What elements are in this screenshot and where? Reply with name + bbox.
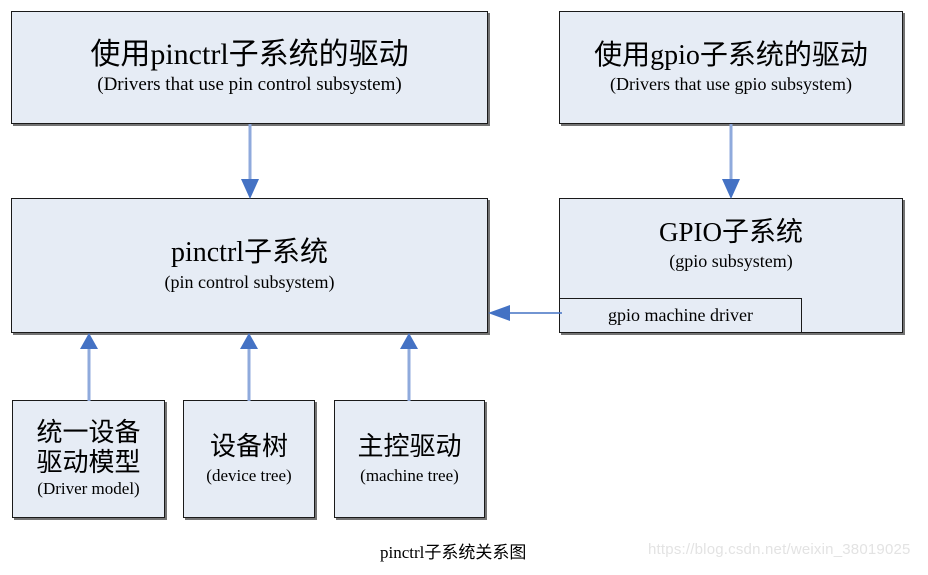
box-pinctrl-drivers: 使用pinctrl子系统的驱动 (Drivers that use pin co… [11,11,488,124]
box-gpio-subsystem-en-label: (gpio subsystem) [669,251,793,272]
box-driver-model-cn-label-line2: 驱动模型 [36,448,141,478]
arrow-gpio-drivers-to-gpio-subsystem [719,124,743,200]
diagram-caption: pinctrl子系统关系图 [380,543,527,562]
box-pinctrl-drivers-en-label: (Drivers that use pin control subsystem) [97,74,402,96]
box-gpio-machine-driver: gpio machine driver [559,298,802,333]
box-machine-tree: 主控驱动 (machine tree) [334,400,485,518]
arrow-driver-model-to-pinctrl-subsystem [77,333,101,401]
arrow-machine-tree-to-pinctrl-subsystem [397,333,421,401]
box-driver-model: 统一设备 驱动模型 (Driver model) [12,400,165,518]
box-driver-model-cn-label-line1: 统一设备 [36,418,141,448]
arrow-device-tree-to-pinctrl-subsystem [237,333,261,401]
box-device-tree-en-label: (device tree) [206,465,292,485]
arrow-pinctrl-drivers-to-pinctrl-subsystem [238,124,262,200]
box-device-tree-cn-label: 设备树 [209,431,288,461]
arrow-gpio-machine-driver-to-pinctrl-subsystem [486,303,562,323]
box-device-tree: 设备树 (device tree) [183,400,315,518]
box-gpio-machine-driver-label: gpio machine driver [608,305,753,325]
box-driver-model-en-label: (Driver model) [37,479,140,499]
box-gpio-drivers-cn-label: 使用gpio子系统的驱动 [594,39,868,71]
box-pinctrl-subsystem-en-label: (pin control subsystem) [164,272,335,293]
box-pinctrl-drivers-cn-label: 使用pinctrl子系统的驱动 [90,37,409,71]
box-pinctrl-subsystem-cn-label: pinctrl子系统 [170,237,329,269]
box-machine-tree-en-label: (machine tree) [360,465,459,485]
box-machine-tree-cn-label: 主控驱动 [357,431,462,461]
box-gpio-drivers: 使用gpio子系统的驱动 (Drivers that use gpio subs… [559,11,903,124]
box-pinctrl-subsystem: pinctrl子系统 (pin control subsystem) [11,198,488,333]
box-gpio-drivers-en-label: (Drivers that use gpio subsystem) [610,73,852,94]
watermark-text: https://blog.csdn.net/weixin_38019025 [648,541,911,558]
box-gpio-subsystem: GPIO子系统 (gpio subsystem) gpio machine dr… [559,198,903,333]
box-gpio-subsystem-cn-label: GPIO子系统 [658,217,803,247]
